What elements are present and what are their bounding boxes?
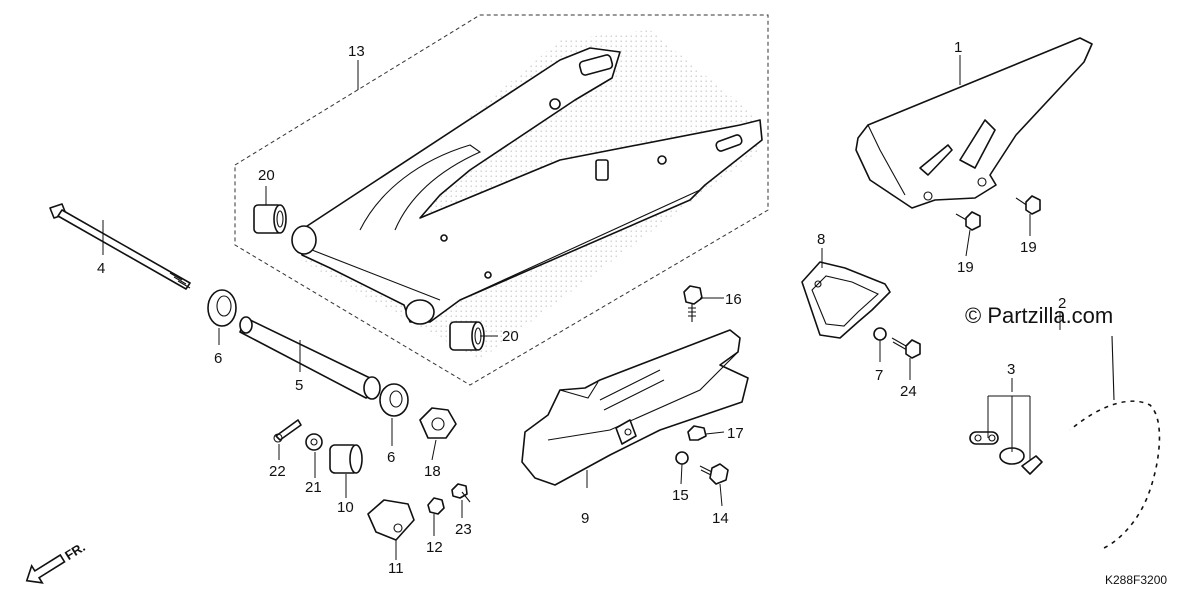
- bolt-14[interactable]: [699, 463, 729, 485]
- callout-21: 21: [305, 479, 322, 496]
- collar-15[interactable]: [675, 451, 689, 465]
- cotter-pin[interactable]: [273, 419, 302, 443]
- callout-7: 7: [875, 367, 883, 384]
- washer-small[interactable]: [305, 433, 323, 451]
- callout-14: 14: [712, 510, 729, 527]
- collar-7[interactable]: [873, 327, 887, 341]
- callout-12: 12: [426, 539, 443, 556]
- bolt-16[interactable]: [683, 285, 703, 322]
- callout-15: 15: [672, 487, 689, 504]
- callouts: 13 1 2 3 4 5 6 6 7 8 9 10 11 12 14 15 16…: [97, 39, 1066, 577]
- chain-master-link[interactable]: [969, 431, 1043, 475]
- bolt-19-right[interactable]: [1015, 195, 1041, 215]
- pivot-bolt[interactable]: [49, 203, 191, 290]
- callout-20-upper: 20: [258, 167, 275, 184]
- callout-4: 4: [97, 260, 105, 277]
- callout-13: 13: [348, 43, 365, 60]
- chain-guide-plate[interactable]: [801, 261, 891, 339]
- callout-23: 23: [455, 521, 472, 538]
- chain-slider-bracket[interactable]: [367, 499, 415, 541]
- flange-nut-small[interactable]: [427, 497, 445, 515]
- callout-11: 11: [388, 560, 404, 577]
- nut-17[interactable]: [687, 425, 707, 441]
- pivot-seal-left[interactable]: [207, 289, 237, 327]
- drive-chain[interactable]: [1067, 335, 1163, 552]
- callout-5: 5: [295, 377, 303, 394]
- callout-17: 17: [727, 425, 744, 442]
- diagram-code: K288F3200: [1105, 573, 1167, 587]
- callout-2: 2: [1058, 295, 1066, 312]
- sprocket-cover[interactable]: [855, 37, 1093, 209]
- leader-lines: [102, 55, 1061, 560]
- swingarm-assembly-outline: [234, 14, 769, 386]
- chain-slider[interactable]: [521, 329, 749, 486]
- roller-collar[interactable]: [329, 444, 363, 474]
- bushing-upper[interactable]: [253, 204, 287, 234]
- pivot-nut[interactable]: [419, 407, 457, 439]
- front-direction-arrow: FR.: [25, 539, 88, 584]
- callout-8: 8: [817, 231, 825, 248]
- callout-20-lower: 20: [502, 328, 519, 345]
- watermark: © Partzilla.com: [965, 303, 1113, 328]
- callout-19-left: 19: [957, 259, 974, 276]
- callout-10: 10: [337, 499, 354, 516]
- pivot-seal-right[interactable]: [379, 383, 409, 417]
- callout-22: 22: [269, 463, 286, 480]
- callout-18: 18: [424, 463, 441, 480]
- callout-16: 16: [725, 291, 742, 308]
- pivot-collar[interactable]: [239, 316, 381, 400]
- front-label: FR.: [62, 539, 88, 563]
- bolt-19-left[interactable]: [955, 211, 981, 231]
- callout-9: 9: [581, 510, 589, 527]
- bolt-23[interactable]: [451, 483, 471, 503]
- callout-24: 24: [900, 383, 917, 400]
- bushing-lower[interactable]: [449, 321, 485, 351]
- callout-3: 3: [1007, 361, 1015, 378]
- callout-6-right: 6: [387, 449, 395, 466]
- callout-6-left: 6: [214, 350, 222, 367]
- callout-19-right: 19: [1020, 239, 1037, 256]
- callout-1: 1: [954, 39, 962, 56]
- swingarm[interactable]: [291, 30, 763, 360]
- bolt-24[interactable]: [891, 337, 921, 359]
